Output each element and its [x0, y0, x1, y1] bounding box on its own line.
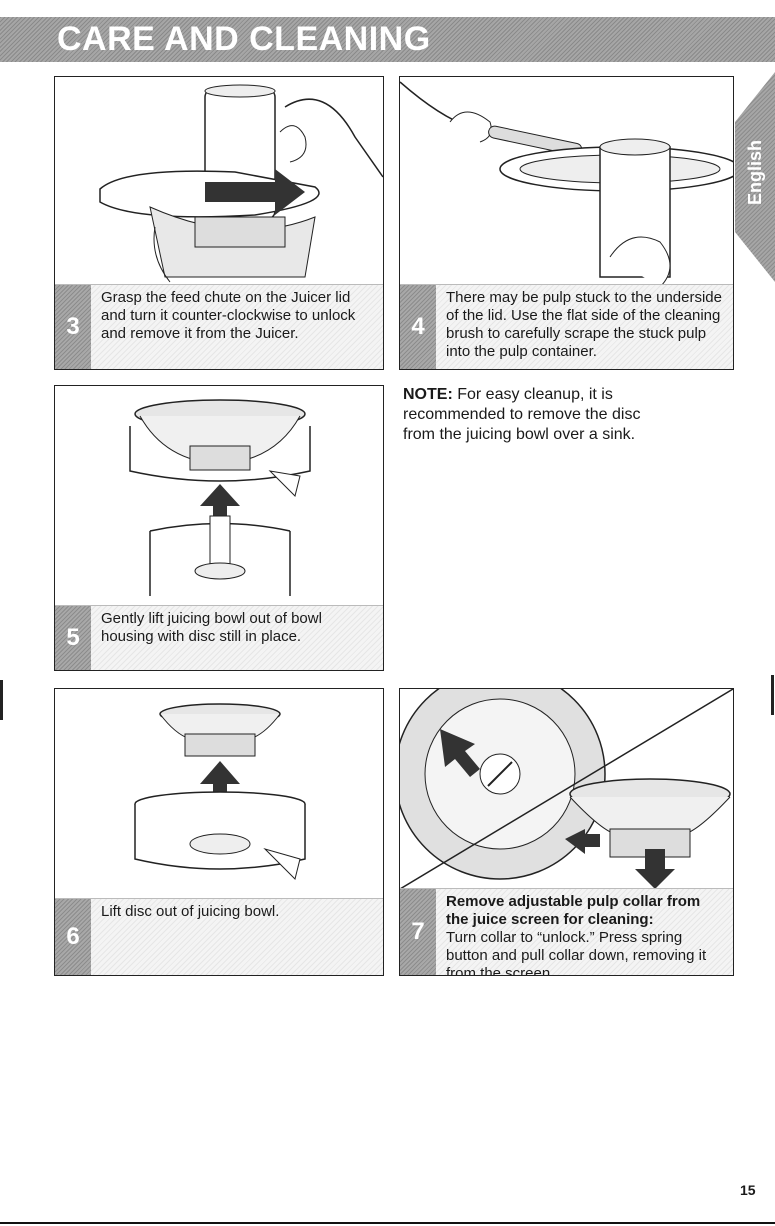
step-6-illustration — [55, 689, 383, 899]
step-6-text: Lift disc out of juicing bowl. — [101, 903, 280, 920]
language-tab-label: English — [745, 139, 765, 205]
step-4-caption: 4 There may be pulp stuck to the undersi… — [400, 284, 733, 369]
step-4-number: 4 — [400, 285, 436, 369]
step-7-panel: 7 Remove adjustable pulp collar from the… — [399, 688, 734, 976]
step-7-text-block: Remove adjustable pulp collar from the j… — [446, 893, 725, 976]
step-6-panel: 6 Lift disc out of juicing bowl. — [54, 688, 384, 976]
note-block: NOTE: For easy cleanup, it is recommende… — [403, 385, 663, 445]
step-3-text: Grasp the feed chute on the Juicer lid a… — [101, 289, 356, 342]
step-6-number: 6 — [55, 899, 91, 975]
step-7-illustration — [400, 689, 733, 889]
step-5-text: Gently lift juicing bowl out of bowl hou… — [101, 610, 322, 645]
step-6-caption: 6 Lift disc out of juicing bowl. — [55, 898, 383, 975]
step-4-panel: 4 There may be pulp stuck to the undersi… — [399, 76, 734, 370]
step-3-panel: 3 Grasp the feed chute on the Juicer lid… — [54, 76, 384, 370]
step-3-illustration — [55, 77, 383, 287]
language-tab-shape — [735, 72, 775, 282]
note-label: NOTE: — [403, 386, 453, 403]
registration-mark-right — [771, 675, 774, 715]
step-7-heading: Remove adjustable pulp collar from the j… — [446, 893, 701, 928]
step-5-number: 5 — [55, 606, 91, 670]
step-5-caption: 5 Gently lift juicing bowl out of bowl h… — [55, 605, 383, 670]
step-7-number: 7 — [400, 889, 436, 975]
step-5-panel: 5 Gently lift juicing bowl out of bowl h… — [54, 385, 384, 671]
page-number: 15 — [740, 1182, 756, 1198]
step-7-text: Turn collar to “unlock.” Press spring bu… — [446, 929, 707, 976]
step-4-illustration — [400, 77, 733, 287]
registration-mark-left — [0, 680, 3, 720]
language-tab — [735, 72, 775, 282]
step-3-number: 3 — [55, 285, 91, 369]
step-3-caption: 3 Grasp the feed chute on the Juicer lid… — [55, 284, 383, 369]
section-header: CARE AND CLEANING — [0, 17, 775, 62]
section-title: CARE AND CLEANING — [57, 20, 431, 58]
step-5-illustration — [55, 386, 383, 606]
note-text: For easy cleanup, it is recommended to r… — [403, 386, 641, 443]
step-4-text: There may be pulp stuck to the underside… — [446, 289, 722, 360]
bottom-rule — [0, 1222, 775, 1224]
step-7-caption: 7 Remove adjustable pulp collar from the… — [400, 888, 733, 975]
